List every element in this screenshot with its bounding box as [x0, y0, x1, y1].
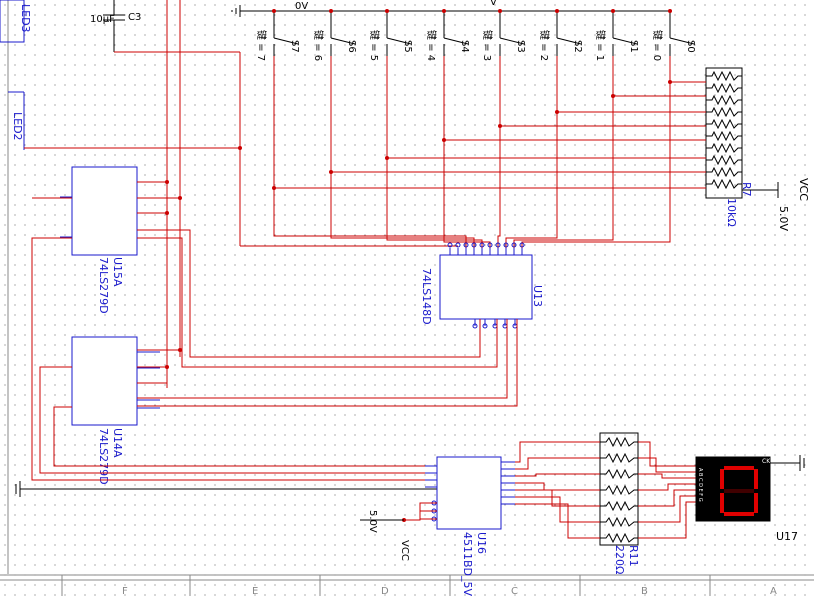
r7-ref: R7	[740, 182, 753, 197]
vcc-top-name: VCC	[797, 178, 810, 201]
display-ck-label: CK	[762, 458, 771, 465]
switch-s1[interactable]: S1 键 = 1	[594, 9, 639, 61]
switch-s4[interactable]: S4 键 = 4	[425, 9, 470, 61]
resistor-pack-r11[interactable]: R11 220Ω	[599, 432, 640, 574]
r11-value: 220Ω	[613, 545, 626, 574]
decoder-wires	[515, 441, 696, 539]
chip-u14a[interactable]: U14A 74LS279D	[60, 336, 160, 485]
u15-part: 74LS279D	[97, 257, 110, 314]
border-letter-d: D	[381, 586, 389, 596]
vcc-bottom-name: VCC	[399, 540, 410, 561]
r7-resistor	[706, 142, 742, 154]
seven-segment-u17[interactable]: A B C D E F G CK U17	[695, 455, 805, 543]
switch-key-label: 键 = 4	[425, 30, 438, 61]
switch-s3[interactable]: S3 键 = 3	[481, 9, 526, 61]
seven-segment-digit	[720, 466, 758, 516]
r7-resistor	[706, 166, 742, 178]
led2-partial[interactable]: LED2	[8, 91, 25, 150]
r11-resistor	[600, 436, 638, 448]
chip-u13[interactable]: U13 74LS148D	[420, 242, 544, 329]
led2-label: LED2	[11, 112, 24, 141]
r7-resistor	[706, 130, 742, 142]
r11-resistor	[600, 500, 638, 512]
switch-name-label: S6	[346, 40, 357, 53]
switch-s6[interactable]: S6 键 = 6	[312, 9, 357, 61]
switch-s5[interactable]: S5 键 = 5	[368, 9, 413, 61]
r7-resistor	[706, 154, 742, 166]
vcc-bottom-voltage: 5.0V	[367, 510, 378, 533]
top-ground: 0V V	[231, 0, 672, 17]
switch-s0[interactable]: S0 键 = 0	[651, 9, 696, 61]
u14-part: 74LS279D	[97, 428, 110, 485]
border-letter-e: E	[252, 586, 258, 596]
display-pin-labels: A B C D E F G	[697, 468, 703, 502]
r11-resistor	[600, 468, 638, 480]
switch-name-label: S2	[572, 40, 583, 53]
resistor-pack-r7[interactable]: R7 10kΩ VCC 5.0V	[705, 67, 810, 231]
switch-name-label: S3	[515, 40, 526, 53]
r11-resistor	[600, 532, 638, 544]
top-voltage-label-2: V	[490, 0, 497, 8]
border-letter-b: B	[641, 586, 648, 596]
latch-wires	[15, 181, 518, 497]
u13-ref: U13	[531, 285, 544, 307]
switch-name-label: S7	[289, 40, 300, 53]
led3-partial[interactable]: LED3	[0, 0, 32, 43]
capacitor-c3[interactable]: C3 10μF	[90, 0, 141, 52]
switch-key-label: 键 = 6	[312, 30, 325, 61]
c3-value: 10μF	[90, 14, 115, 25]
chip-u16[interactable]: U16 4511BD_5V 5.0V VCC	[360, 456, 515, 596]
switch-s2[interactable]: S2 键 = 2	[538, 9, 583, 61]
top-voltage-label: 0V	[295, 1, 308, 12]
r7-resistor	[706, 70, 742, 82]
border-letter-c: C	[511, 586, 518, 596]
r7-resistor	[706, 106, 742, 118]
switch-key-label: 键 = 0	[651, 30, 664, 61]
switch-name-label: S1	[628, 40, 639, 53]
switch-key-label: 键 = 3	[481, 30, 494, 61]
r11-ref: R11	[627, 545, 640, 567]
switch-array[interactable]: S7 键 = 7 S6 键 = 6 S5 键 = 5 S4 键 = 4 S3 键 = 3 S2 键 =…	[255, 9, 696, 61]
u14-ref: U14A	[111, 428, 124, 458]
switch-name-label: S5	[402, 40, 413, 53]
chip-u15a[interactable]: U15A 74LS279D	[60, 166, 160, 314]
switch-name-label: S0	[685, 40, 696, 53]
r7-resistor	[706, 178, 742, 190]
switch-key-label: 键 = 7	[255, 30, 268, 61]
switch-key-label: 键 = 1	[594, 30, 607, 61]
border-letter-f: F	[122, 586, 128, 596]
r7-resistor	[706, 118, 742, 130]
border-letter-a: A	[770, 586, 777, 596]
switch-key-label: 键 = 2	[538, 30, 551, 61]
encoder-input-wires	[272, 56, 706, 255]
led3-label: LED3	[19, 4, 32, 33]
switch-name-label: S4	[459, 40, 470, 53]
r7-value: 10kΩ	[725, 198, 738, 227]
u17-ref: U17	[776, 530, 798, 543]
c3-ref: C3	[128, 12, 141, 23]
u13-part: 74LS148D	[420, 268, 433, 325]
r7-resistor	[706, 94, 742, 106]
r11-resistor	[600, 484, 638, 496]
r11-resistor	[600, 516, 638, 528]
switch-key-label: 键 = 5	[368, 30, 381, 61]
u16-ref: U16	[475, 532, 488, 554]
r7-resistor	[706, 82, 742, 94]
vcc-top-voltage: 5.0V	[777, 206, 790, 231]
switch-s7[interactable]: S7 键 = 7	[255, 9, 300, 61]
left-wires	[24, 0, 458, 388]
u15-ref: U15A	[111, 257, 124, 287]
u16-part: 4511BD_5V	[461, 532, 474, 596]
r11-resistor	[600, 452, 638, 464]
